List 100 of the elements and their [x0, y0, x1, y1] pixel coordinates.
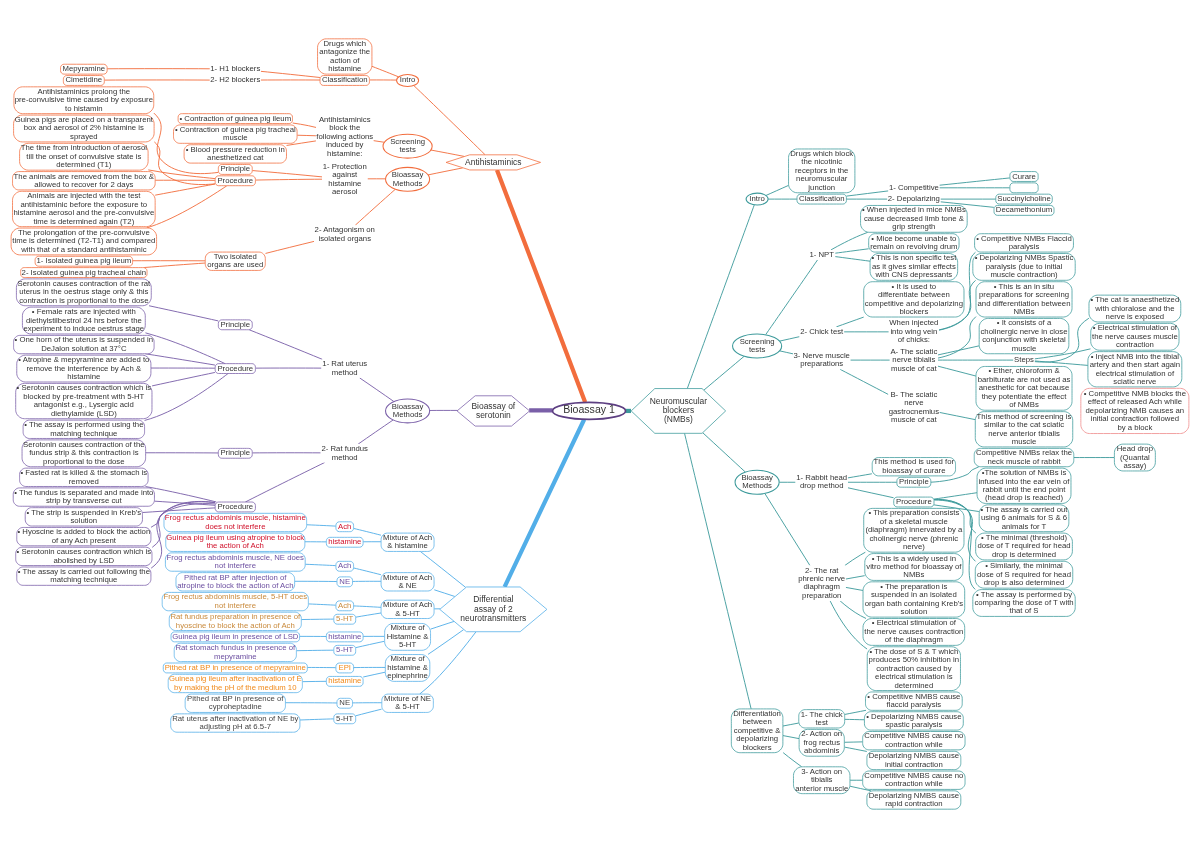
node-box: • Female rats are injected with diethylstilbestrol 24 hrs before the experiment to induce oestrus stage — [22, 306, 146, 335]
connector — [354, 188, 396, 226]
connector — [419, 631, 477, 695]
connector — [304, 541, 327, 543]
connector — [353, 567, 382, 576]
connector — [302, 680, 327, 683]
connector — [427, 629, 465, 655]
connector — [132, 260, 206, 262]
connector — [764, 493, 811, 566]
node-box: • This is a widely used in vitro method for bioassay of NMBs — [864, 553, 964, 581]
connector — [846, 198, 888, 200]
connector — [938, 279, 976, 331]
connector — [154, 500, 216, 506]
connector — [413, 85, 486, 156]
node-box: Classification — [796, 193, 847, 205]
node-box: Mixture of Histamine & 5-HT — [384, 623, 431, 651]
node-box: Decamethonium — [993, 205, 1055, 216]
node-box: Mepyramine — [60, 63, 108, 75]
node-box: histamine — [326, 676, 364, 687]
node-box: Classification — [319, 75, 370, 86]
node-box: • One horn of the uterus is suspended in DeJalon solution at 37°C — [13, 335, 155, 355]
node-box: The time from introduction of aerosol till the onset of convulsive state is determined (T1) — [19, 142, 149, 171]
node-box: • Depolarizing NMBS cause spastic paralysis — [864, 711, 964, 731]
node-box: • Competitive NMB blocks the effect of released Ach while depolarizing NMB causes an initial contraction followed by a block — [1080, 387, 1190, 435]
connector — [150, 503, 216, 528]
connector — [355, 612, 382, 618]
connector — [847, 487, 895, 499]
connector — [255, 367, 322, 369]
connector — [765, 185, 789, 196]
connector — [362, 671, 386, 678]
connector — [285, 702, 338, 704]
node-box: Ach — [335, 521, 354, 533]
node-box: Cimetidine — [62, 75, 105, 86]
connector — [353, 528, 382, 536]
node-text: 1- Rabbit head drop method — [796, 472, 848, 491]
node-box: • It is used to differentiate between competitive and depolarizing blockers — [863, 281, 965, 318]
connector — [839, 600, 867, 619]
connector — [371, 65, 400, 78]
node-text: 1- H1 blockers — [210, 64, 261, 74]
node-box: Procedure — [214, 363, 256, 374]
connector — [939, 177, 1011, 186]
node-box: • The assay is carried out using 6 animals for S & 6 animals for T — [978, 504, 1070, 533]
node-box: • The assay is performed using the matching technique — [22, 419, 145, 439]
connector — [145, 332, 226, 365]
node-box: Succinylcholine — [995, 193, 1053, 205]
connector — [362, 635, 385, 637]
node-text: Antihistaminics block the following actions induced by histamine: — [316, 115, 374, 158]
connector — [357, 419, 394, 445]
node-box: Mixture of histamine & epinephrine — [384, 654, 431, 682]
node-box: Drugs which block the nicotinic receptors in the neuromuscular junction — [788, 148, 856, 194]
node-box: • This is non specific test as it gives similar effects with CNS depressants — [869, 253, 959, 281]
connector — [835, 316, 865, 328]
node-box: Guinea pig ileum after inactivation of E by making the pH of the medium 10 — [167, 673, 303, 694]
node-text: 2- Depolarizing — [887, 194, 940, 204]
node-box: Ach — [335, 600, 354, 612]
connector — [843, 331, 890, 333]
connector — [353, 605, 382, 608]
node-box: • Ether, chloroform & barbiturate are not used as anesthetic for cat because they potentiate the effect of NMBs — [975, 366, 1073, 411]
connector — [299, 718, 335, 721]
node-box: • The strip is suspended in Kreb's solution — [24, 507, 143, 527]
node-box-text: This method is used for bioassay of curare — [871, 457, 956, 477]
connector — [251, 452, 322, 454]
node-box: 2- Action on frog rectus abdominis — [798, 729, 845, 757]
node-text: When injected into wing vein of chicks: — [889, 318, 939, 345]
node-box: Guinea pigs are placed on a transparent box and aerosol of 2% histamine is sprayed — [13, 114, 155, 143]
connector — [251, 170, 323, 178]
node-text: 1- Competitive — [888, 182, 939, 192]
node-box: Pithed rat BP after injection of atropine to block the action of Ach — [175, 572, 295, 592]
node-box: • Serotonin causes contraction which is blocked by pre-treatment with 5-HT antagonist e.g., Lysergic acid diethylamide (LSD) — [15, 383, 153, 420]
node-ellipse: Intro — [396, 73, 420, 87]
node-box: Procedure — [214, 501, 256, 513]
node-box: Differentiation between competitive & depolarizing blockers — [730, 708, 784, 754]
connector — [494, 169, 588, 404]
connector — [839, 368, 889, 395]
node-box: • Competitive NMBS cause flaccid paralysis — [865, 691, 963, 711]
node-box: 3- Action on tibialis anterior muscle — [793, 766, 851, 795]
connector — [830, 231, 869, 251]
node-box: Pithed rat BP in presence of cyproheptadine — [184, 693, 286, 713]
node-text: 1- Rat uterus method — [322, 359, 368, 377]
connector — [782, 722, 800, 727]
connector — [248, 329, 323, 360]
node-box: 5-HT — [333, 644, 357, 656]
connector — [355, 708, 382, 717]
connector — [845, 586, 864, 591]
node-box: • Contraction of guinea pig ileum — [177, 113, 293, 124]
connector — [145, 452, 219, 454]
node-text: 1- Protection against histamine aerosol — [322, 161, 367, 197]
node-box: Principle — [217, 164, 253, 175]
connector — [244, 462, 326, 503]
node-ellipse: Bioassay Methods — [385, 166, 431, 192]
node-box: Rat stomach fundus in presence of mepyramine — [173, 642, 297, 662]
connector — [844, 718, 865, 721]
node-box: Mixture of Ach & NE — [380, 572, 435, 592]
connector — [933, 492, 978, 500]
node-box: • The preparation is suspended in an isolated organ bath containing Kreb's solution — [862, 581, 966, 618]
node-box: • Similarly, the minimal dose of S required for head drop is also determined — [974, 560, 1074, 589]
node-box: Antihistaminics prolong the pre-convulsive time caused by exposure to histamin — [13, 86, 155, 115]
node-box: • Electrical stimulation of the nerve causes muscle contraction — [1090, 323, 1180, 351]
node-box: • Fasted rat is killed & the stomach is removed — [19, 467, 149, 487]
node-box: NE — [336, 697, 353, 709]
